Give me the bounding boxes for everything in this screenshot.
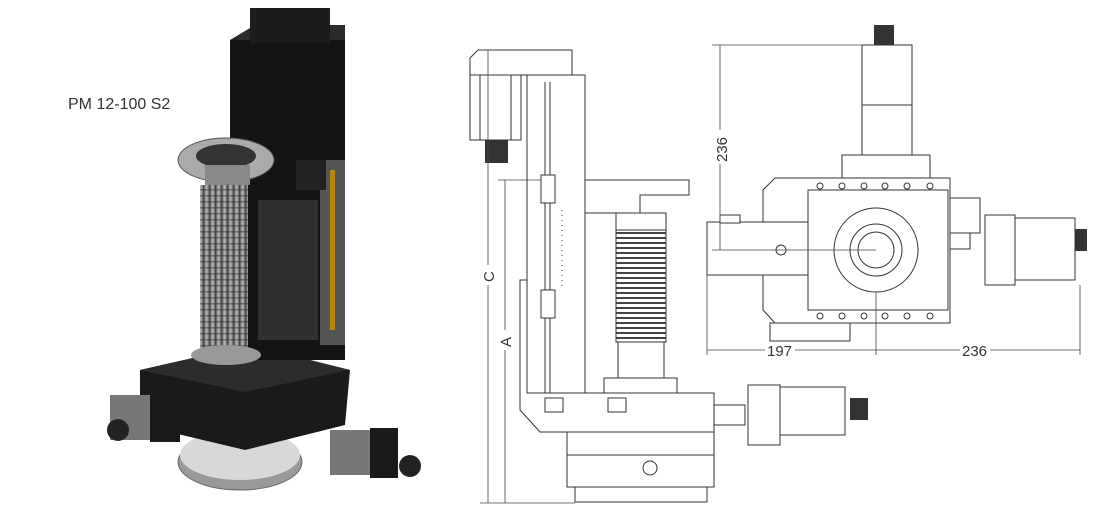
dimension-c-label: C xyxy=(481,271,498,282)
knob-icon xyxy=(485,140,508,163)
dimension-vertical-label: 236 xyxy=(714,137,731,162)
knob-icon xyxy=(1075,229,1087,251)
top-view-drawing: 236 197 236 xyxy=(706,25,1087,360)
product-render xyxy=(107,8,421,491)
knob-icon xyxy=(850,398,868,420)
dimension-236-label: 236 xyxy=(962,343,987,360)
dimension-a-label: A xyxy=(498,337,515,347)
product-model-label: PM 12-100 S2 xyxy=(68,96,171,113)
knob-icon xyxy=(874,25,894,45)
side-view-drawing: C A xyxy=(469,49,868,504)
dimension-197-label: 197 xyxy=(767,343,792,360)
